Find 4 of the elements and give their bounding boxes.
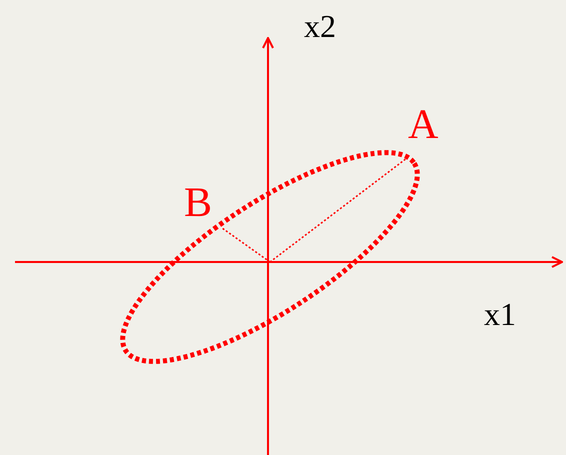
- axis-label: x1: [484, 298, 516, 330]
- point-label: A: [408, 104, 438, 146]
- axis-label: x2: [304, 10, 336, 42]
- point-label: B: [184, 182, 212, 224]
